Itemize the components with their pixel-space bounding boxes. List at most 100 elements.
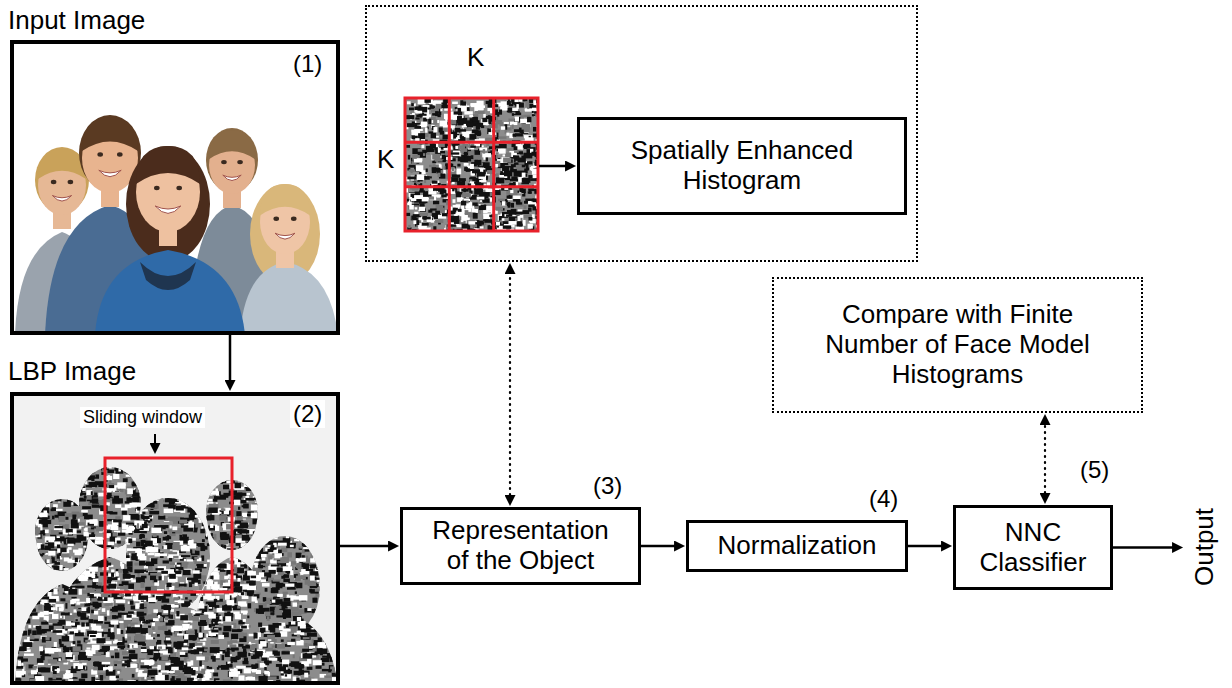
lbp-texel (116, 554, 120, 558)
lbp-texel (271, 438, 279, 444)
lbp-texel (119, 462, 127, 465)
lbp-texel (140, 446, 149, 449)
lbp-texel (260, 532, 262, 535)
lbp-texel (86, 490, 92, 496)
lbp-texel (180, 464, 189, 469)
eye (291, 217, 297, 221)
lbp-texel (168, 461, 174, 466)
lbp-texel (22, 555, 29, 560)
lbp-texel (51, 453, 58, 457)
lbp-texel (16, 508, 22, 512)
lbp-texel (15, 469, 25, 473)
lbp-texel (148, 402, 154, 404)
lbp-texel (265, 450, 270, 452)
lbp-texel (39, 493, 41, 495)
lbp-texel (238, 428, 248, 433)
lbp-texel (161, 489, 166, 491)
lbp-texel (250, 430, 253, 434)
lbp-texel (321, 581, 327, 584)
eye (154, 186, 160, 190)
lbp-texel (70, 569, 78, 574)
lbp-texel (260, 458, 262, 462)
lbp-texel (277, 420, 279, 426)
lbp-texel (251, 422, 255, 426)
lbp-texel (285, 480, 289, 485)
lbp-texel (180, 460, 188, 466)
lbp-texel (322, 471, 329, 477)
lbp-texel (189, 461, 195, 465)
lbp-texel (115, 504, 121, 507)
lbp-texel (332, 433, 336, 437)
lbp-texel (196, 438, 206, 441)
lbp-texel (250, 461, 255, 466)
lbp-texel (305, 525, 308, 527)
lbp-texel (297, 450, 300, 453)
lbp-texel (51, 424, 58, 430)
lbp-texel (310, 571, 319, 576)
lbp-texel (153, 483, 161, 487)
lbp-texel (218, 481, 223, 484)
lbp-texel (278, 493, 286, 497)
lbp-texel (288, 429, 291, 432)
lbp-texel (17, 616, 26, 619)
lbp-texel (151, 464, 159, 468)
lbp-texel (177, 441, 183, 445)
lbp-texel (317, 529, 327, 534)
lbp-texel (217, 400, 224, 404)
lbp-texel (49, 449, 56, 453)
lbp-texel (190, 472, 196, 475)
lbp-texel (62, 469, 66, 474)
lbp-texel (108, 548, 112, 554)
lbp-texel (185, 441, 188, 446)
lbp-texel (184, 459, 194, 463)
lbp-texel (149, 460, 154, 464)
lbp-texel (271, 438, 279, 441)
lbp-texel (327, 578, 334, 582)
lbp-texel (267, 497, 277, 501)
lbp-texel (317, 437, 324, 440)
lbp-texel (230, 446, 233, 450)
lbp-texel (177, 430, 187, 433)
lbp-texel (25, 397, 35, 403)
lbp-texel (48, 483, 56, 486)
lbp-texel (171, 609, 174, 612)
lbp-texel (206, 424, 214, 430)
lbp-texel (102, 608, 106, 612)
lbp-texel (331, 646, 336, 651)
lbp-texel (312, 598, 317, 603)
lbp-texel (251, 470, 260, 473)
lbp-texel (327, 509, 332, 514)
lbp-texel (258, 398, 267, 403)
lbp-texel (234, 469, 243, 473)
lbp-texel (225, 422, 228, 425)
lbp-texel (225, 468, 235, 472)
lbp-texel (253, 547, 258, 551)
lbp-texel (65, 437, 72, 441)
lbp-texel (110, 609, 117, 611)
lbp-texel (288, 527, 296, 531)
lbp-texel (245, 424, 252, 429)
lbp-texel (107, 449, 117, 454)
lbp-texel (176, 467, 182, 470)
lbp-texel (118, 522, 121, 527)
lbp-texel (278, 529, 282, 532)
lbp-texel (328, 509, 334, 512)
lbp-texel (253, 402, 263, 404)
lbp-texel (67, 447, 70, 451)
lbp-texel (335, 621, 336, 626)
lbp-texel (50, 419, 52, 424)
lbp-texel (206, 471, 211, 474)
lbp-texel (148, 441, 151, 444)
lbp-texel (77, 460, 85, 462)
lbp-texel (81, 622, 84, 626)
lbp-texel (185, 442, 191, 447)
lbp-texel (293, 532, 299, 537)
lbp-texel (260, 465, 267, 471)
lbp-texel (142, 460, 150, 463)
lbp-texel (38, 469, 41, 473)
lbp-texel (197, 508, 201, 510)
lbp-texel (226, 472, 230, 477)
lbp-texel (272, 534, 278, 539)
lbp-texel (162, 575, 164, 580)
lbp-texel (46, 411, 55, 415)
